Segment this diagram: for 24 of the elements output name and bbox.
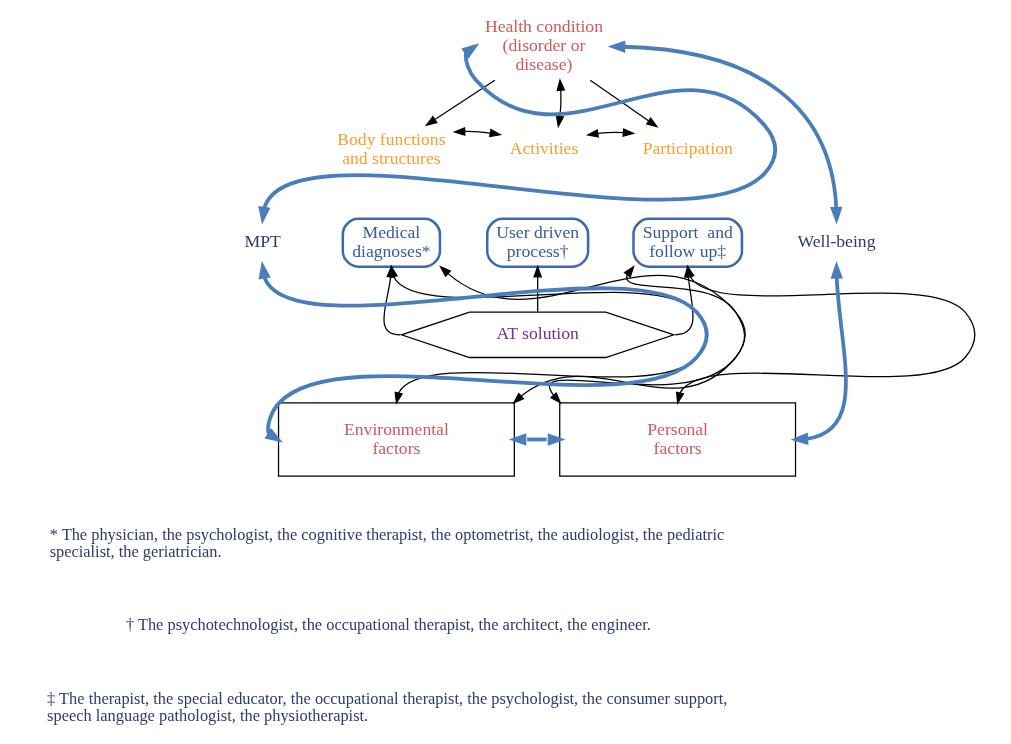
node-text: Activities bbox=[509, 138, 578, 159]
node-text: MPT bbox=[244, 231, 281, 252]
arrow bbox=[589, 79, 659, 128]
node-text: Body functions and structures bbox=[336, 128, 446, 168]
node-text: Well-being bbox=[797, 231, 875, 252]
label: * The physician, the psychologist, the cognitive therapist, the optometrist, the audiologist, the pediatric specialist, the geriatrician. bbox=[49, 524, 724, 562]
arrow bbox=[585, 128, 635, 138]
arrow bbox=[607, 40, 842, 225]
node-box: Medical diagnoses* bbox=[341, 217, 441, 268]
label: † The psychotechnologist, the occupational therapist, the architect, the engineer. bbox=[125, 615, 651, 635]
node-box: Personal factors bbox=[558, 402, 796, 477]
arrow bbox=[532, 264, 542, 313]
node-box: Support and follow up‡ bbox=[631, 217, 743, 268]
arrow bbox=[257, 43, 777, 225]
node-box: User driven process† bbox=[485, 217, 589, 268]
label: ‡ The therapist, the special educator, the occupational therapist, the psychologist, the consumer support, speech language pathologist, the physiotherapist. bbox=[46, 688, 727, 726]
arrow bbox=[789, 261, 848, 445]
node-text: Health condition (disorder or disease) bbox=[484, 16, 603, 75]
arrow bbox=[424, 79, 495, 127]
node-box: Environmental factors bbox=[277, 402, 515, 477]
node-text: Participation bbox=[642, 138, 733, 159]
arrow bbox=[508, 433, 565, 446]
arrow bbox=[452, 127, 502, 138]
arrow bbox=[555, 78, 565, 129]
